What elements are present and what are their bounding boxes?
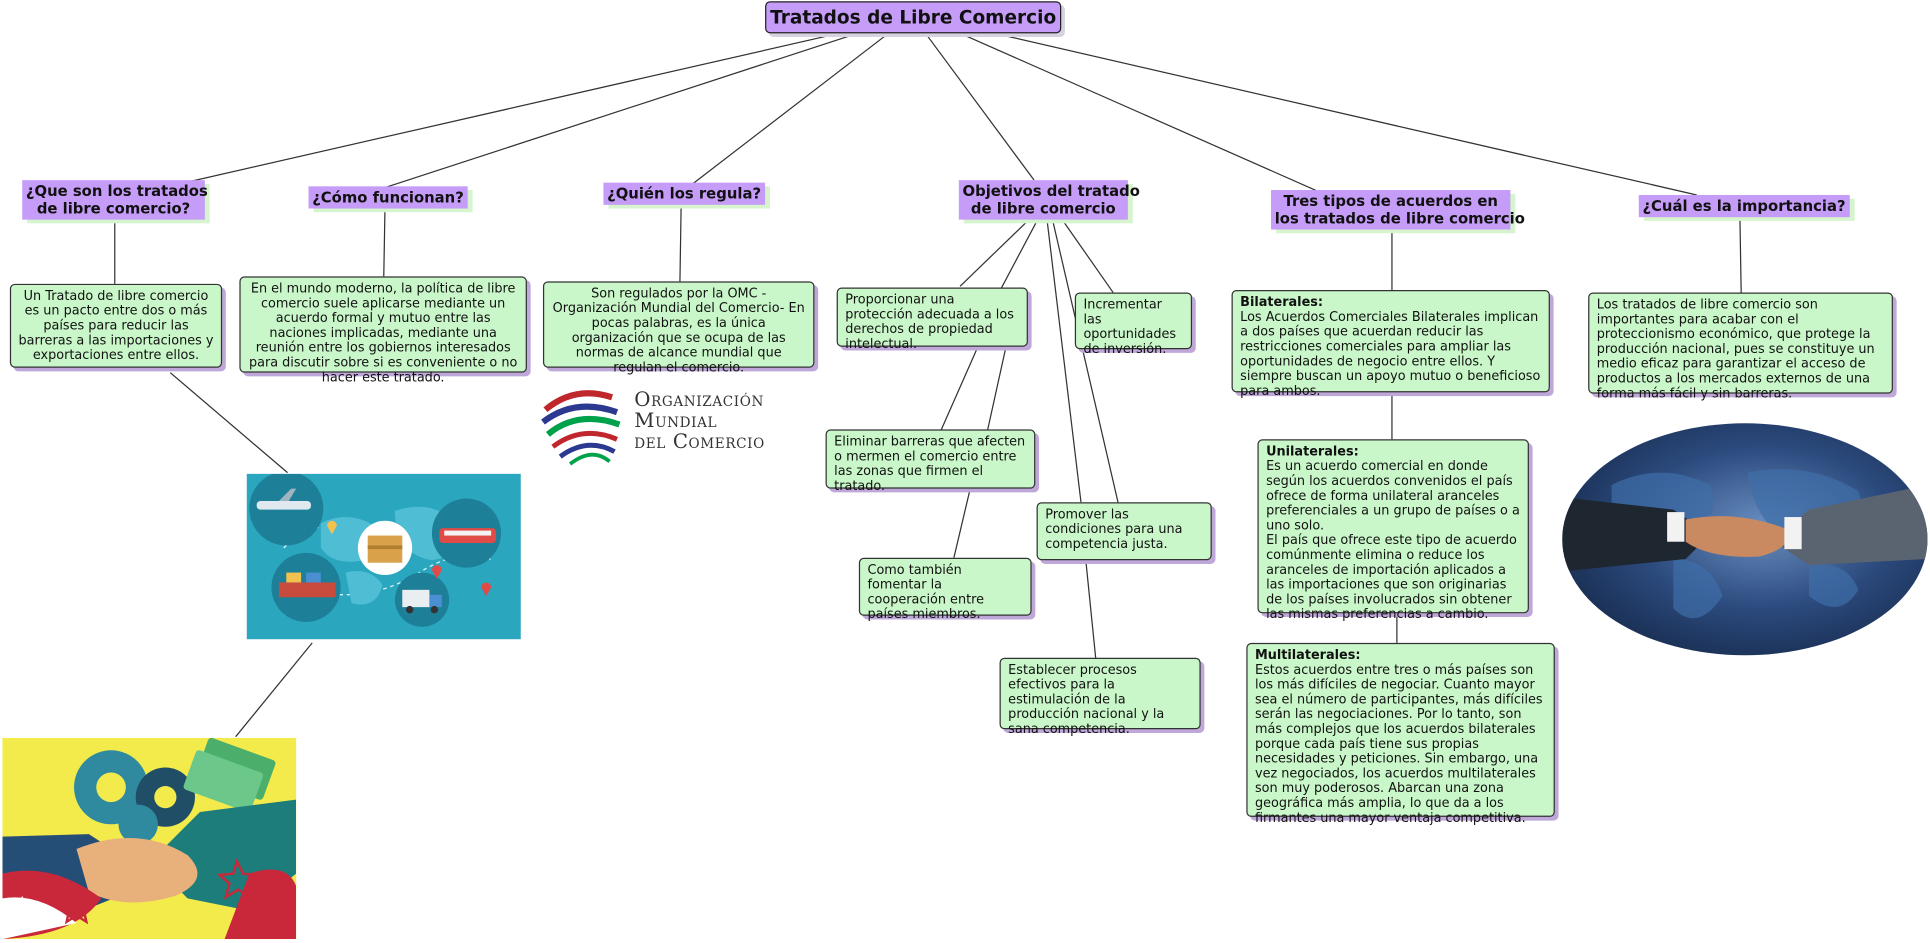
header-quien: ¿Quién los regula? (603, 182, 765, 205)
wto-logo: Organización Mundial del Comercio (538, 383, 809, 469)
box-bilaterales: Bilaterales: Los Acuerdos Comerciales Bi… (1231, 289, 1550, 399)
multilaterales-text: Estos acuerdos entre tres o más países s… (1254, 662, 1543, 826)
box-objetivo-procesos: Establecer procesos efectivos para la es… (999, 657, 1201, 737)
box-como: En el mundo moderno, la política de libr… (239, 276, 527, 385)
logistics-map-icon (249, 473, 502, 627)
unilaterales-title: Unilaterales: (1266, 444, 1359, 460)
box-objetivo-competencia: Promover las condiciones para una compet… (1036, 502, 1212, 561)
unilaterales-text-1: Es un acuerdo comercial en donde según l… (1266, 459, 1520, 534)
header-objetivos: Objetivos del tratado de libre comercio (958, 180, 1140, 220)
box-objetivo-inversion: Incrementar las oportunidades de inversi… (1074, 292, 1193, 357)
handshake-gears-icon (2, 737, 297, 940)
box-objetivo-proteccion: Proporcionar una protección adecuada a l… (836, 287, 1028, 352)
handshake-illustration (2, 737, 297, 940)
wto-line1: Organización (634, 387, 764, 411)
header-tipos-line2: los tratados de libre comercio (1274, 209, 1525, 228)
header-objetivos-line2: de libre comercio (970, 199, 1116, 218)
world-map-handshake-icon (1562, 469, 1928, 619)
box-quien: Son regulados por la OMC -Organización M… (542, 281, 815, 375)
wto-line3: del Comercio (634, 429, 765, 453)
map-title: Tratados de Libre Comercio (765, 1, 1062, 34)
header-que-son: ¿Que son los tratados de libre comercio? (22, 180, 208, 220)
header-importancia: ¿Cuál es la importancia? (1638, 194, 1850, 218)
header-que-son-line2: de libre comercio? (36, 199, 191, 218)
box-objetivo-cooperacion: Como también fomentar la cooperación ent… (858, 557, 1032, 622)
header-como: ¿Cómo funcionan? (308, 186, 468, 209)
header-tipos-line1: Tres tipos de acuerdos en (1283, 192, 1498, 210)
logistics-illustration (246, 473, 521, 640)
box-multilaterales: Multilaterales: Estos acuerdos entre tre… (1246, 642, 1555, 826)
bilaterales-title: Bilaterales: (1240, 294, 1324, 310)
box-unilaterales: Unilaterales: Es un acuerdo comercial en… (1257, 439, 1529, 622)
unilaterales-text-2: El país que ofrece este tipo de acuerdo … (1266, 533, 1517, 622)
wto-line2: Mundial (634, 408, 718, 432)
wto-text: Organización Mundial del Comercio (634, 389, 765, 452)
globe-handshake-image (1562, 423, 1928, 656)
multilaterales-title: Multilaterales: (1254, 647, 1361, 663)
header-tipos: Tres tipos de acuerdos en los tratados d… (1271, 190, 1525, 230)
box-que-son: Un Tratado de libre comercio es un pacto… (9, 283, 223, 368)
header-objetivos-line1: Objetivos del tratado (962, 182, 1140, 200)
box-importancia: Los tratados de libre comercio son impor… (1588, 292, 1893, 401)
box-objetivo-barreras: Eliminar barreras que afecten o mermen e… (825, 429, 1036, 494)
bilaterales-text: Los Acuerdos Comerciales Bilaterales imp… (1240, 309, 1541, 399)
header-que-son-line1: ¿Que son los tratados (25, 182, 208, 200)
wto-emblem-icon (541, 390, 621, 466)
